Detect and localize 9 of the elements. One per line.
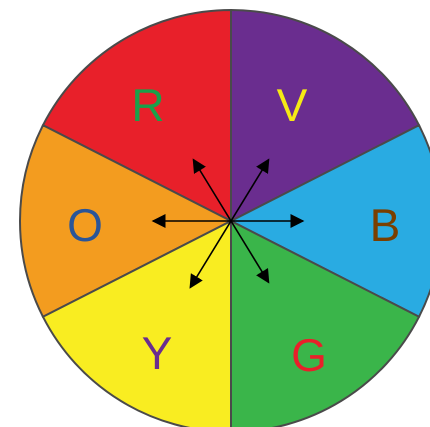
sector-letter: O xyxy=(67,199,103,251)
sector-letter: Y xyxy=(142,327,172,379)
sector-letter: B xyxy=(370,199,400,251)
double-arrow xyxy=(152,214,304,228)
wheel-sector xyxy=(19,124,232,318)
sector-letter: R xyxy=(131,79,165,131)
wheel-sector xyxy=(230,124,430,318)
sector-letter: G xyxy=(291,329,327,381)
sector-letter: V xyxy=(276,79,308,131)
